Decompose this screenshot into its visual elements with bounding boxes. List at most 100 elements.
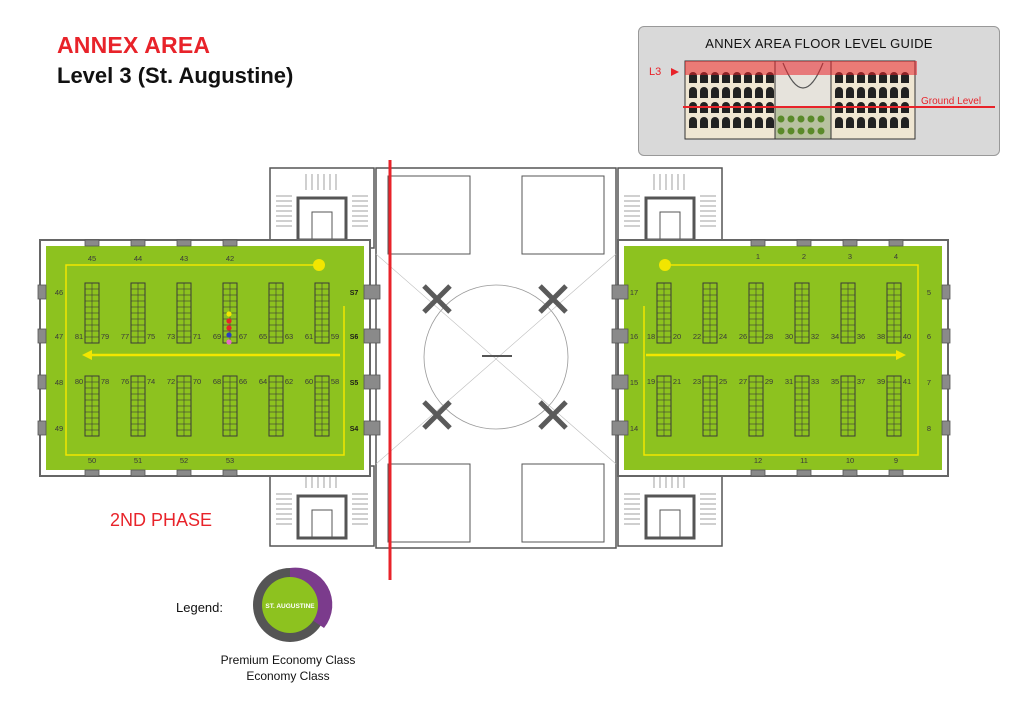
- right-walk-path: [643, 264, 919, 456]
- niche-rack: [176, 282, 192, 344]
- wall-niche: [796, 469, 812, 477]
- niche-rack: [748, 282, 764, 344]
- wall-niche: [363, 420, 381, 436]
- niche-number: 69: [213, 332, 221, 341]
- stair-label: S7: [350, 290, 359, 297]
- niche-rack: [314, 282, 330, 344]
- niche-number: 53: [226, 456, 234, 465]
- niche-number: 6: [927, 332, 931, 341]
- stair-cores: [269, 167, 723, 547]
- niche-number: 3: [848, 252, 852, 261]
- wall-niche: [941, 420, 951, 436]
- guide-title: ANNEX AREA FLOOR LEVEL GUIDE: [705, 36, 933, 51]
- niche-number: 18: [647, 332, 655, 341]
- wall-niche: [611, 328, 629, 344]
- niche-number: 46: [55, 288, 63, 297]
- niche-number: 41: [903, 377, 911, 386]
- niche-number: 73: [167, 332, 175, 341]
- stair-label: S6: [350, 334, 359, 341]
- niche-number: 9: [894, 456, 898, 465]
- niche-number: 81: [75, 332, 83, 341]
- niche-rack: [886, 282, 902, 344]
- niche-number: 64: [259, 377, 267, 386]
- niche-number: 39: [877, 377, 885, 386]
- niche-number: 31: [785, 377, 793, 386]
- niche-number: 42: [226, 254, 234, 263]
- niche-number: 8: [927, 424, 931, 433]
- niche-number: 68: [213, 377, 221, 386]
- wall-niche: [363, 328, 381, 344]
- niche-number: 49: [55, 424, 63, 433]
- niche-number: 62: [285, 377, 293, 386]
- legend-label: Legend:: [176, 600, 223, 615]
- niche-number: 10: [846, 456, 854, 465]
- niche-number: 65: [259, 332, 267, 341]
- right-start-marker: [659, 259, 671, 271]
- right-wing: [617, 239, 949, 477]
- wall-niche: [941, 328, 951, 344]
- niche-number: 22: [693, 332, 701, 341]
- niche-number: 37: [857, 377, 865, 386]
- niche-number: 19: [647, 377, 655, 386]
- niche-number: 58: [331, 377, 339, 386]
- niche-number: 63: [285, 332, 293, 341]
- stair-core: [617, 167, 723, 249]
- niche-number: 75: [147, 332, 155, 341]
- niche-number: 5: [927, 288, 931, 297]
- niche-number: 78: [101, 377, 109, 386]
- niche-number: 29: [765, 377, 773, 386]
- legend-class-economy: Economy Class: [246, 669, 330, 683]
- level-marker: L3: [649, 66, 661, 78]
- niche-number: 2: [802, 252, 806, 261]
- niche-number: 33: [811, 377, 819, 386]
- guide-elevation: L3 Ground Level: [649, 60, 995, 140]
- niche-rack: [222, 375, 238, 437]
- stair-label: S4: [350, 426, 359, 433]
- wall-niche: [611, 284, 629, 300]
- niche-number: 23: [693, 377, 701, 386]
- niche-number: 24: [719, 332, 727, 341]
- niche-number: 76: [121, 377, 129, 386]
- stair-label: S5: [350, 380, 359, 387]
- niche-rack: [840, 375, 856, 437]
- ground-label: Ground Level: [921, 96, 981, 107]
- floor-level-guide: ANNEX AREA FLOOR LEVEL GUIDE L3 Ground L…: [638, 26, 1000, 156]
- wall-niche: [130, 469, 146, 477]
- niche-number: 26: [739, 332, 747, 341]
- niche-number: 79: [101, 332, 109, 341]
- niche-number: 43: [180, 254, 188, 263]
- niche-number: 45: [88, 254, 96, 263]
- wall-niche: [796, 239, 812, 247]
- niche-number: 30: [785, 332, 793, 341]
- level-highlight: [685, 61, 917, 75]
- niche-rack: [176, 375, 192, 437]
- niche-number: 60: [305, 377, 313, 386]
- left-start-marker: [313, 259, 325, 271]
- niche-rack: [886, 375, 902, 437]
- niche-number: 36: [857, 332, 865, 341]
- niche-rack: [702, 375, 718, 437]
- niche-number: 27: [739, 377, 747, 386]
- central-hall: [375, 167, 617, 549]
- niche-number: 38: [877, 332, 885, 341]
- legend-class-premium: Premium Economy Class: [220, 653, 356, 667]
- wall-niche: [176, 239, 192, 247]
- niche-rack: [794, 375, 810, 437]
- niche-number: 21: [673, 377, 681, 386]
- wall-niche: [842, 469, 858, 477]
- niche-number: 70: [193, 377, 201, 386]
- column-markers: [422, 284, 568, 430]
- niche-number: 44: [134, 254, 142, 263]
- niche-number: 20: [673, 332, 681, 341]
- niche-number: 80: [75, 377, 83, 386]
- wall-niche: [222, 239, 238, 247]
- niche-number: 35: [831, 377, 839, 386]
- wall-niche: [130, 239, 146, 247]
- niche-rack: [84, 282, 100, 344]
- niche-rack: [794, 282, 810, 344]
- niche-number: 77: [121, 332, 129, 341]
- wall-niche: [37, 374, 47, 390]
- wall-niche: [363, 374, 381, 390]
- page-subtitle: Level 3 (St. Augustine): [57, 63, 294, 88]
- niche-number: 71: [193, 332, 201, 341]
